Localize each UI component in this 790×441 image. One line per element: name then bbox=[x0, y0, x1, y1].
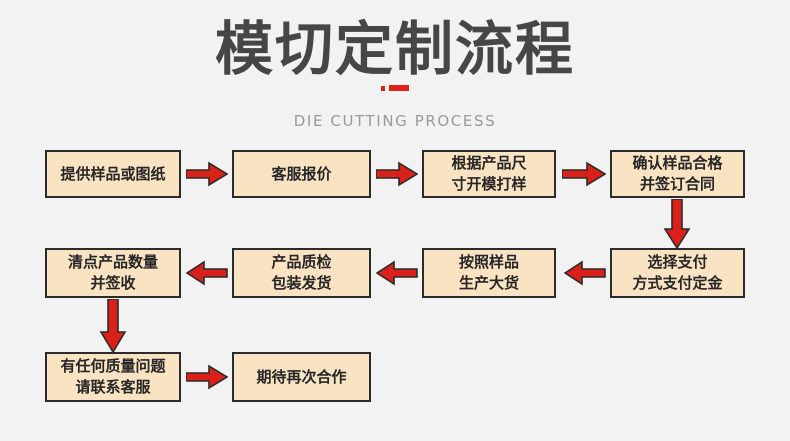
flow-box-step-5[interactable]: 选择支付 方式支付定金 bbox=[610, 248, 745, 298]
arrow-left-icon-step-7-to-8 bbox=[186, 259, 228, 287]
arrow-down-icon-step-4-to-5 bbox=[663, 199, 691, 249]
arrow-right-icon-step-1-to-2 bbox=[186, 160, 228, 188]
arrow-left-icon-step-6-to-7 bbox=[376, 259, 418, 287]
divider-dash bbox=[389, 85, 409, 91]
flow-box-step-2[interactable]: 客服报价 bbox=[232, 150, 371, 198]
flow-box-step-9[interactable]: 有任何质量问题 请联系客服 bbox=[45, 352, 181, 402]
arrow-left-icon-step-5-to-6 bbox=[564, 259, 606, 287]
flow-box-step-7[interactable]: 产品质检 包装发货 bbox=[232, 248, 371, 298]
page-subtitle: DIE CUTTING PROCESS bbox=[293, 112, 497, 130]
page-title: 模切定制流程 bbox=[214, 15, 575, 83]
arrow-down-icon-step-8-to-9 bbox=[99, 299, 127, 353]
arrow-right-icon-step-3-to-4 bbox=[562, 160, 606, 188]
flow-box-step-8[interactable]: 清点产品数量 并签收 bbox=[45, 248, 181, 298]
flow-box-step-1[interactable]: 提供样品或图纸 bbox=[45, 150, 181, 198]
divider-dot bbox=[381, 85, 385, 91]
flow-box-step-10[interactable]: 期待再次合作 bbox=[232, 352, 371, 402]
title-divider bbox=[0, 85, 790, 91]
flow-box-step-3[interactable]: 根据产品尺 寸开模打样 bbox=[422, 150, 556, 198]
flow-box-step-6[interactable]: 按照样品 生产大货 bbox=[422, 248, 556, 298]
flow-box-step-4[interactable]: 确认样品合格 并签订合同 bbox=[610, 150, 745, 198]
arrow-right-icon-step-2-to-3 bbox=[376, 160, 418, 188]
header: 模切定制流程 bbox=[0, 14, 790, 84]
arrow-right-icon-step-9-to-10 bbox=[186, 363, 228, 391]
